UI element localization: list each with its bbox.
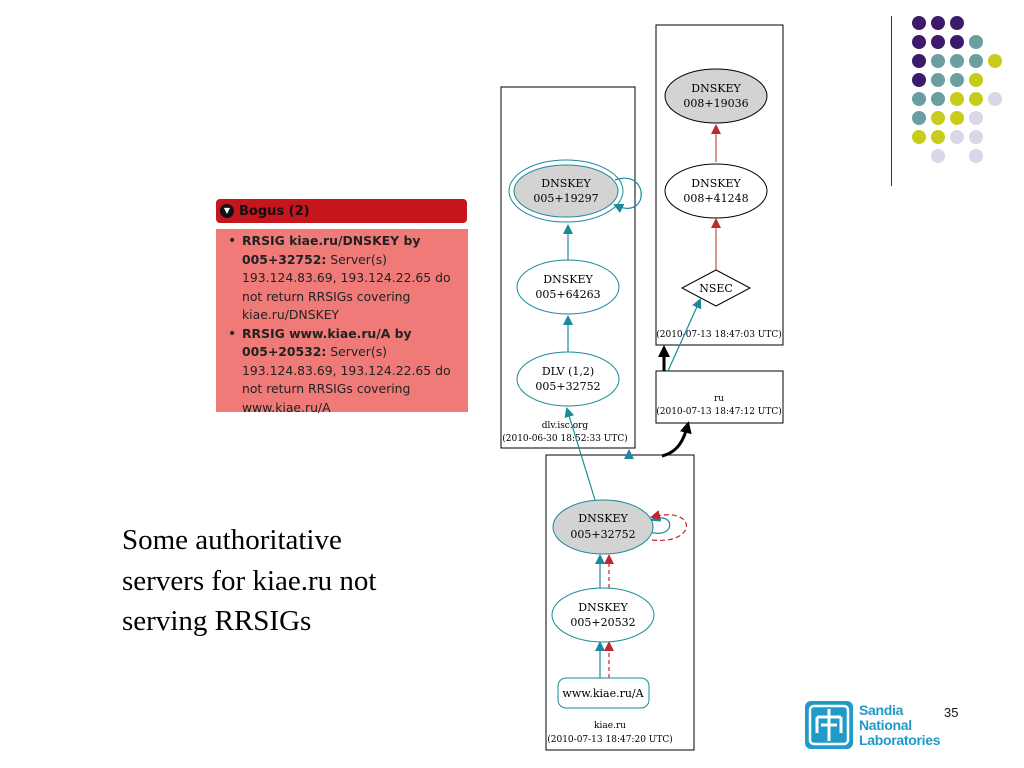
bogus-item: RRSIG kiae.ru/DNSKEY by 005+32752: Serve… — [228, 232, 464, 325]
decorative-dot-grid — [912, 16, 1002, 163]
node-type: DNSKEY — [541, 177, 591, 190]
decorative-dot — [931, 111, 945, 125]
decorative-dot — [950, 73, 964, 87]
node-id: 008+41248 — [683, 192, 748, 205]
edge-self-sign-bogus — [650, 510, 688, 541]
slide-caption: Some authoritative servers for kiae.ru n… — [122, 520, 452, 642]
decorative-dot — [969, 92, 983, 106]
decorative-dot — [912, 92, 926, 106]
zone-name: ru — [714, 394, 724, 404]
decorative-dot — [950, 111, 964, 125]
dnskey-node-kiae-zsk[interactable] — [551, 587, 655, 643]
rrset-node-www-a[interactable] — [557, 677, 650, 709]
node-label: www.kiae.ru/A — [562, 687, 644, 700]
zone-name: kiae.ru — [594, 721, 626, 731]
decorative-dot — [969, 149, 983, 163]
bogus-item-text: Server(s) 193.124.83.69, 193.124.22.65 d… — [242, 251, 451, 323]
decorative-dot — [950, 35, 964, 49]
decorative-dot — [912, 130, 926, 144]
zone-name: dlv.isc.org — [542, 421, 589, 431]
node-type: DNSKEY — [691, 82, 741, 95]
logo-wordmark: Sandia National Laboratories — [859, 701, 941, 748]
decorative-dot — [969, 35, 983, 49]
decorative-dot — [969, 54, 983, 68]
nsec-node[interactable] — [680, 269, 752, 307]
decorative-dot — [912, 54, 926, 68]
zone-timestamp: (2010-07-13 18:47:20 UTC) — [547, 734, 673, 745]
bogus-panel-title: Bogus (2) — [239, 203, 310, 219]
decorative-dot — [931, 35, 945, 49]
page-number: 35 — [944, 705, 959, 720]
decorative-dot — [969, 130, 983, 144]
sandia-thunderbird-icon — [805, 701, 853, 749]
caption-line: servers for kiae.ru not — [122, 564, 377, 597]
node-type: NSEC — [699, 282, 733, 295]
zone-timestamp: (2010-06-30 18:52:33 UTC) — [502, 433, 628, 444]
decorative-dot — [912, 35, 926, 49]
edge-delegation — [661, 421, 692, 458]
decorative-dot — [988, 54, 1002, 68]
zone-timestamp: (2010-07-13 18:47:03 UTC) — [656, 329, 782, 340]
decorative-dot — [912, 73, 926, 87]
bogus-panel-header[interactable]: ▼ Bogus (2) — [216, 199, 467, 223]
bogus-panel-body: RRSIG kiae.ru/DNSKEY by 005+32752: Serve… — [216, 229, 468, 415]
dnskey-node-dlv-ksk[interactable] — [513, 164, 619, 218]
dnskey-node-root-ksk[interactable] — [664, 68, 768, 124]
bogus-item-title: RRSIG www.kiae.ru/A by 005+20532: — [242, 325, 412, 360]
node-id: 005+32752 — [535, 380, 600, 393]
decorative-dot — [988, 92, 1002, 106]
decorative-dot — [931, 54, 945, 68]
dnskey-node-root-zsk[interactable] — [664, 163, 768, 219]
caption-line: serving RRSIGs — [122, 605, 312, 637]
decorative-dot — [969, 73, 983, 87]
bogus-list: RRSIG kiae.ru/DNSKEY by 005+32752: Serve… — [228, 232, 464, 418]
decorative-dot — [912, 111, 926, 125]
node-id: 005+32752 — [570, 528, 635, 541]
bogus-item: RRSIG www.kiae.ru/A by 005+20532: Server… — [228, 325, 464, 418]
decorative-dot — [931, 92, 945, 106]
node-type: DNSKEY — [578, 601, 628, 614]
node-id: 005+20532 — [570, 616, 635, 629]
decorative-dot — [950, 54, 964, 68]
bogus-item-title: RRSIG kiae.ru/DNSKEY by 005+32752: — [242, 233, 421, 267]
dnskey-node-kiae-ksk[interactable] — [552, 499, 654, 555]
collapse-toggle-icon[interactable]: ▼ — [220, 204, 234, 218]
zone-timestamp: (2010-07-13 18:47:12 UTC) — [656, 406, 782, 417]
edge-arrowhead — [624, 449, 634, 459]
decorative-dot — [931, 73, 945, 87]
edge-secure — [564, 407, 596, 501]
decorative-dot — [950, 130, 964, 144]
decorative-dot — [950, 16, 964, 30]
node-type: DLV (1,2) — [542, 365, 594, 378]
decorative-dot — [969, 111, 983, 125]
dnskey-node-dlv-ksk — [508, 159, 624, 223]
node-type: DNSKEY — [543, 273, 593, 286]
caption-line: Some authoritative — [122, 524, 342, 556]
logo-word: National — [859, 716, 912, 733]
logo-word: Sandia — [859, 701, 904, 718]
node-id: 008+19036 — [683, 97, 748, 110]
decorative-dot — [931, 16, 945, 30]
logo-word: Laboratories — [859, 731, 941, 748]
bogus-item-text: Server(s) 193.124.83.69, 193.124.22.65 d… — [242, 344, 451, 415]
decorative-dot — [931, 130, 945, 144]
decorative-dot — [950, 92, 964, 106]
node-id: 005+19297 — [533, 192, 598, 205]
node-type: DNSKEY — [691, 177, 741, 190]
decorative-dot — [912, 16, 926, 30]
zone-box-ru — [655, 370, 784, 424]
dnskey-node-dlv-zsk[interactable] — [516, 259, 620, 315]
node-type: DNSKEY — [578, 512, 628, 525]
node-id: 005+64263 — [535, 288, 600, 301]
dlv-record-node[interactable] — [516, 351, 620, 407]
edge-secure — [667, 298, 702, 372]
edge-self-sign — [613, 177, 642, 213]
sandia-logo: Sandia National Laboratories — [805, 701, 941, 749]
divider-line — [891, 16, 892, 186]
decorative-dot — [931, 149, 945, 163]
